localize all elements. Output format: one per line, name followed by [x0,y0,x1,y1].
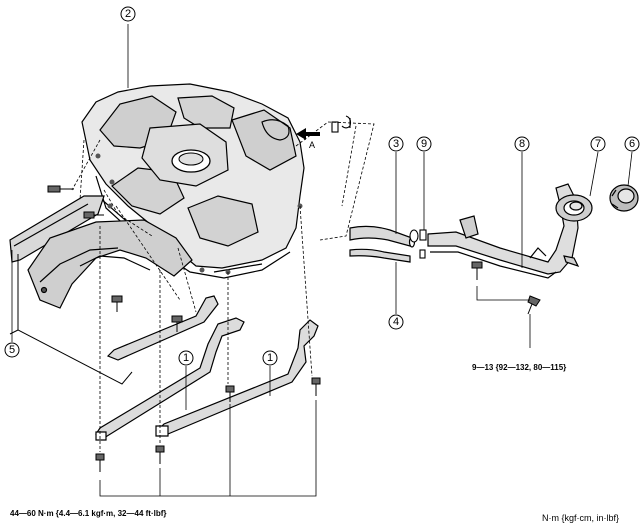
svg-text:5: 5 [9,344,15,356]
part-number-callouts: 2 3 9 8 7 6 4 5 1 1 [4,6,640,366]
svg-text:4: 4 [393,316,399,328]
fuel-cap [609,184,639,212]
hose-clamps [409,229,427,259]
callout-3: 3 [388,136,404,152]
breather-hose [349,248,411,263]
callout-8: 8 [514,136,530,152]
callout-7: 7 [590,136,606,152]
torque-spec-tank-bolts: 44—60 N·m {4.4—6.1 kgf·m, 32—44 ft·lbf} [10,509,167,518]
callout-1-left: 1 [178,350,194,366]
heat-insulator [9,195,193,385]
view-arrow-icon [296,128,320,140]
tank-mount-bosses [95,153,303,275]
svg-text:1: 1 [183,352,189,364]
callout-4: 4 [388,314,404,330]
view-label-a: A [309,140,315,150]
callout-5: 5 [4,342,20,358]
callout-6: 6 [624,136,640,152]
filler-neck-seal [555,194,593,222]
svg-text:3: 3 [393,138,399,150]
units-legend: N·m {kgf·cm, in·lbf} [542,513,619,523]
callout-2: 2 [120,6,136,22]
fuel-filler-pipe [427,183,580,279]
callout-1-right: 1 [262,350,278,366]
vent-fittings [331,115,352,133]
svg-text:2: 2 [125,8,131,20]
leader-lines [11,24,633,497]
torque-bracket-filler [476,286,530,301]
callout-9: 9 [416,136,432,152]
fuel-tank [81,83,305,279]
svg-text:7: 7 [595,138,601,150]
tank-mounting-bolts [47,185,321,472]
filler-pipe-bolts [471,261,541,315]
fuel-filler-hose [349,225,416,248]
fuel-tank-band-right [155,319,319,437]
fuel-tank-band-left [95,295,245,441]
svg-text:9: 9 [421,138,427,150]
svg-text:8: 8 [519,138,525,150]
svg-text:1: 1 [267,352,273,364]
svg-text:6: 6 [629,138,635,150]
assembly-guide-lines [71,121,375,452]
torque-spec-filler-pipe: 9—13 {92—132, 80—115} [472,363,566,372]
